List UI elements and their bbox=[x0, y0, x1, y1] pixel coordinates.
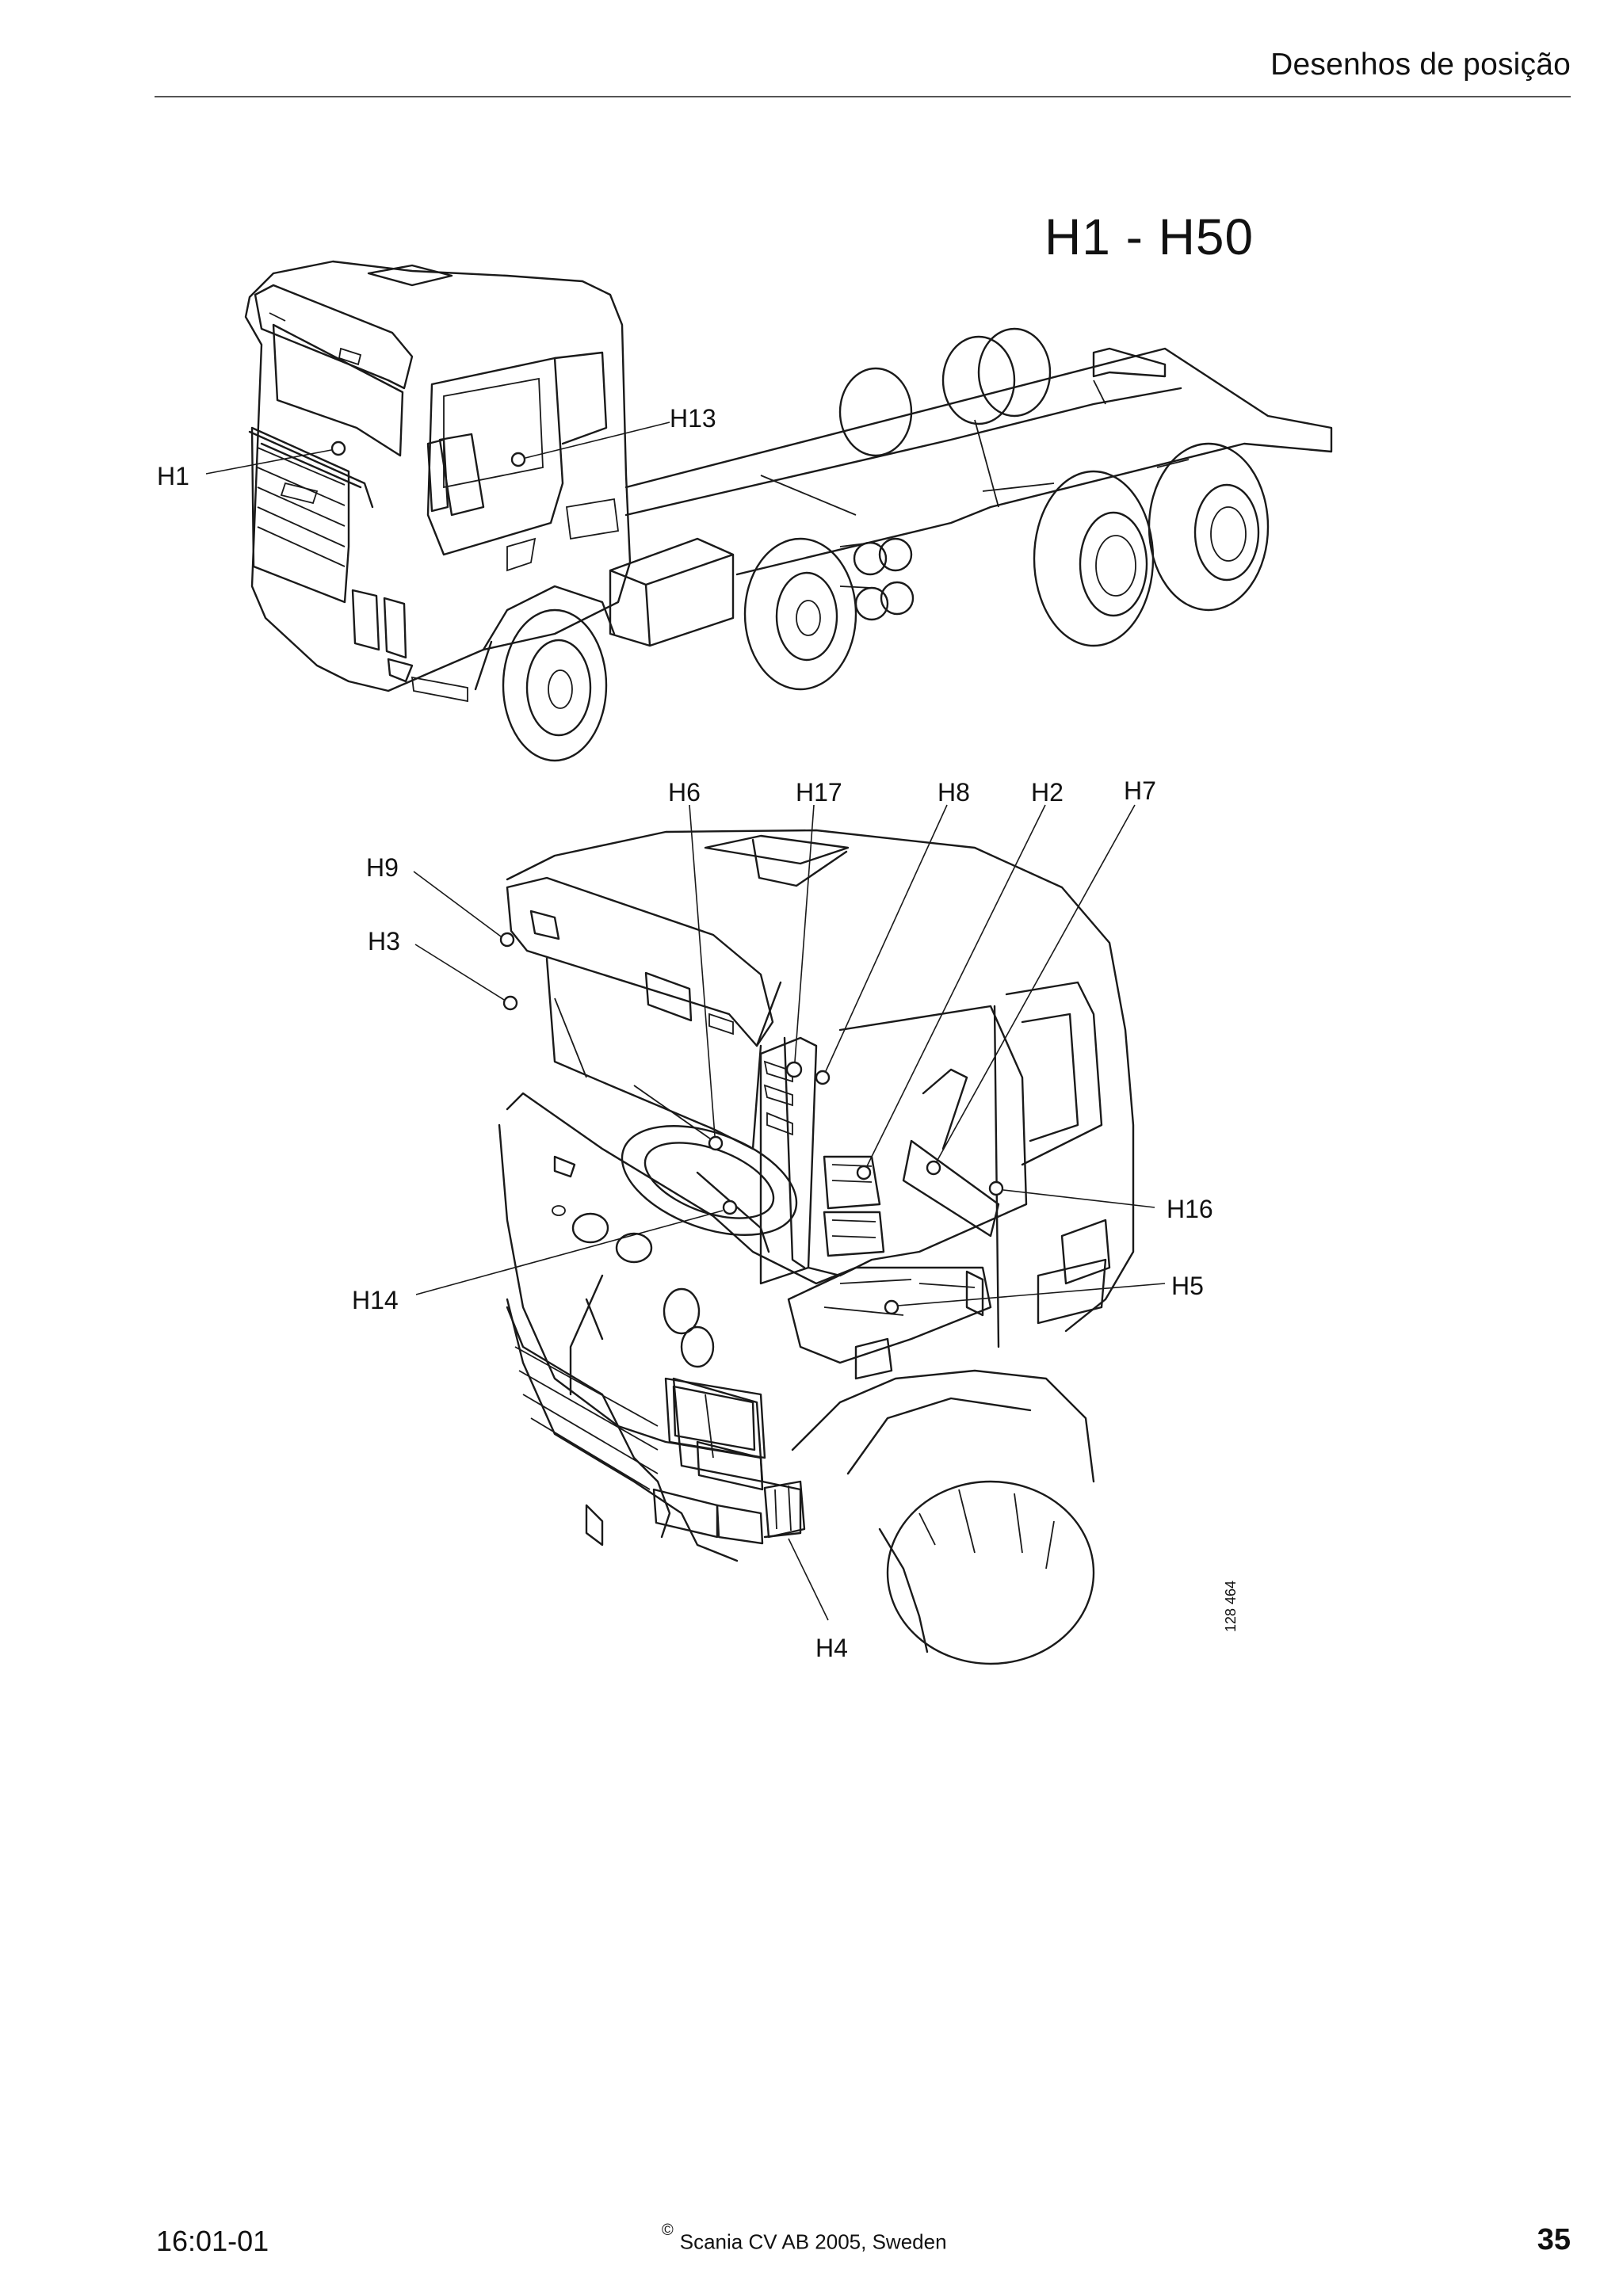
callout-h3: H3 bbox=[368, 927, 400, 955]
copyright-text: Scania CV AB 2005, Sweden bbox=[679, 2229, 947, 2254]
callout-h4: H4 bbox=[815, 1634, 848, 1662]
figure-number: 128 464 bbox=[1223, 1580, 1239, 1632]
callout-h9: H9 bbox=[366, 853, 399, 882]
marker-h9 bbox=[499, 932, 515, 948]
marker-h14 bbox=[722, 1199, 738, 1215]
marker-h2 bbox=[856, 1165, 872, 1180]
marker-h5 bbox=[884, 1299, 899, 1315]
callout-h6: H6 bbox=[668, 778, 701, 807]
callout-h5: H5 bbox=[1171, 1272, 1204, 1300]
callout-h2: H2 bbox=[1031, 778, 1064, 807]
copyright-notice: © Scania CV AB 2005, Sweden bbox=[662, 2222, 947, 2255]
marker-h7 bbox=[926, 1160, 941, 1176]
copyright-symbol: © bbox=[662, 2222, 674, 2239]
callout-h16: H16 bbox=[1167, 1195, 1213, 1223]
marker-h13 bbox=[510, 452, 526, 467]
marker-h3 bbox=[502, 995, 518, 1011]
callout-h1: H1 bbox=[157, 462, 189, 490]
callout-h14: H14 bbox=[352, 1286, 399, 1314]
marker-h16 bbox=[988, 1180, 1004, 1196]
document-number: 16:01-01 bbox=[156, 2225, 269, 2257]
truck-leader-lines bbox=[205, 421, 670, 475]
callout-h7: H7 bbox=[1124, 776, 1156, 805]
marker-h17 bbox=[785, 1061, 803, 1078]
truck-chassis-drawing bbox=[244, 260, 1333, 762]
header-title: Desenhos de posição bbox=[1270, 48, 1571, 82]
callout-h13: H13 bbox=[670, 404, 716, 433]
marker-h6 bbox=[708, 1135, 724, 1151]
marker-h1 bbox=[330, 441, 346, 456]
marker-h8 bbox=[815, 1070, 831, 1085]
header-divider bbox=[155, 96, 1571, 97]
callout-h17: H17 bbox=[796, 778, 842, 807]
cab-leader-lines bbox=[413, 804, 1166, 1621]
section-title: H1 - H50 bbox=[1044, 208, 1254, 265]
cab-cutaway-drawing bbox=[498, 829, 1135, 1665]
callout-h8: H8 bbox=[938, 778, 970, 807]
page-number: 35 bbox=[1537, 2223, 1571, 2256]
